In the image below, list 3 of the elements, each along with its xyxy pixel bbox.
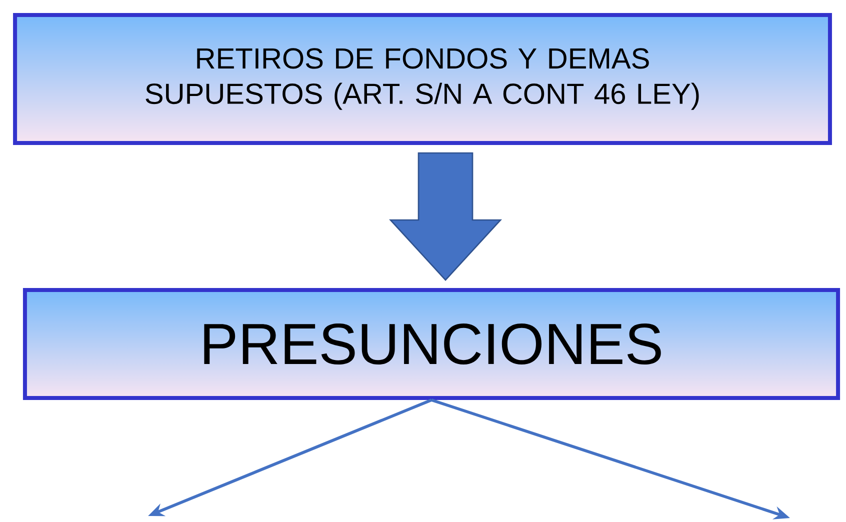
- block-arrow: [388, 152, 502, 281]
- text-box: RETIROS DE FONDOS Y DEMAS SUPUESTOS (ART. S/N A CONT 46 LEY): [13, 13, 832, 145]
- text-box: PRESUNCIONES: [22, 288, 840, 400]
